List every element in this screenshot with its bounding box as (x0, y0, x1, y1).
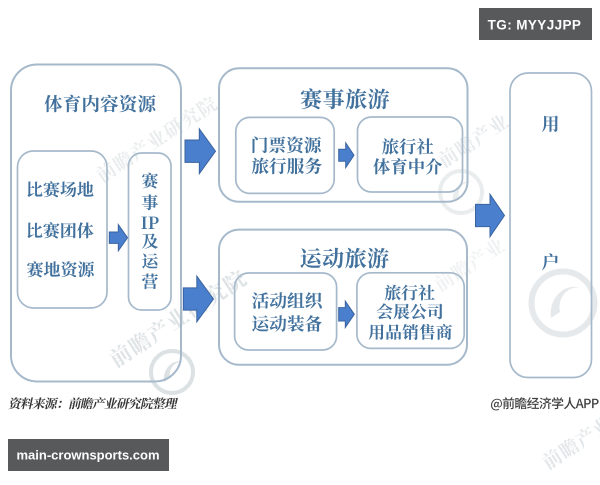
svg-text:TG: MYYJJPP: TG: MYYJJPP (488, 17, 582, 32)
svg-text:main-crownsports.com: main-crownsports.com (16, 448, 159, 463)
